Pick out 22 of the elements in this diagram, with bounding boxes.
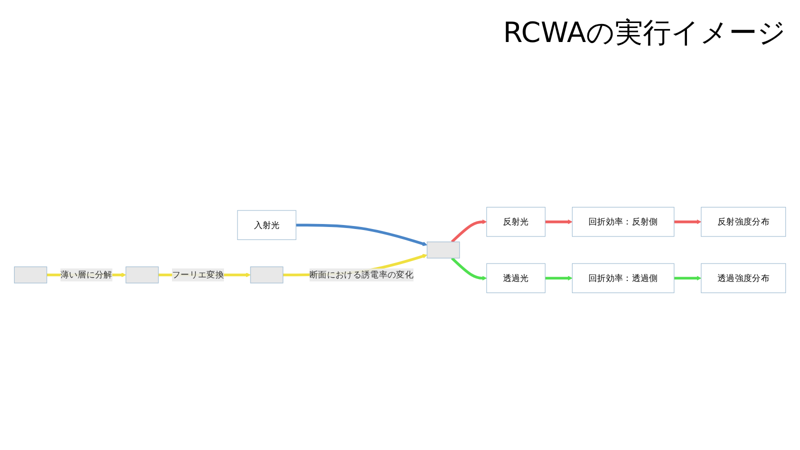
node-box [126, 266, 159, 284]
node-box: 回折効率：透過側 [572, 263, 674, 294]
node-box [14, 266, 48, 284]
node-box [426, 242, 460, 258]
node-box [250, 266, 284, 284]
arrow [545, 276, 572, 281]
arrow [674, 219, 702, 224]
arrow [451, 219, 487, 243]
edge-label: フーリエ変換 [172, 270, 224, 280]
node-box: 透過強度分布 [700, 263, 786, 294]
node-box: 入射光 [237, 210, 296, 240]
diagram-title: RCWAの実行イメージ [503, 15, 786, 51]
node-box: 反射強度分布 [700, 206, 786, 237]
arrow [545, 219, 572, 224]
arrow [296, 224, 428, 246]
arrow [451, 257, 487, 281]
node-box: 透過光 [486, 263, 546, 294]
edge-label: 断面における誘電率の変化 [310, 270, 414, 280]
node-box: 反射光 [486, 206, 546, 237]
node-box: 回折効率：反射側 [572, 206, 674, 237]
arrow [674, 276, 702, 281]
edge-label: 薄い層に分解 [60, 270, 112, 280]
